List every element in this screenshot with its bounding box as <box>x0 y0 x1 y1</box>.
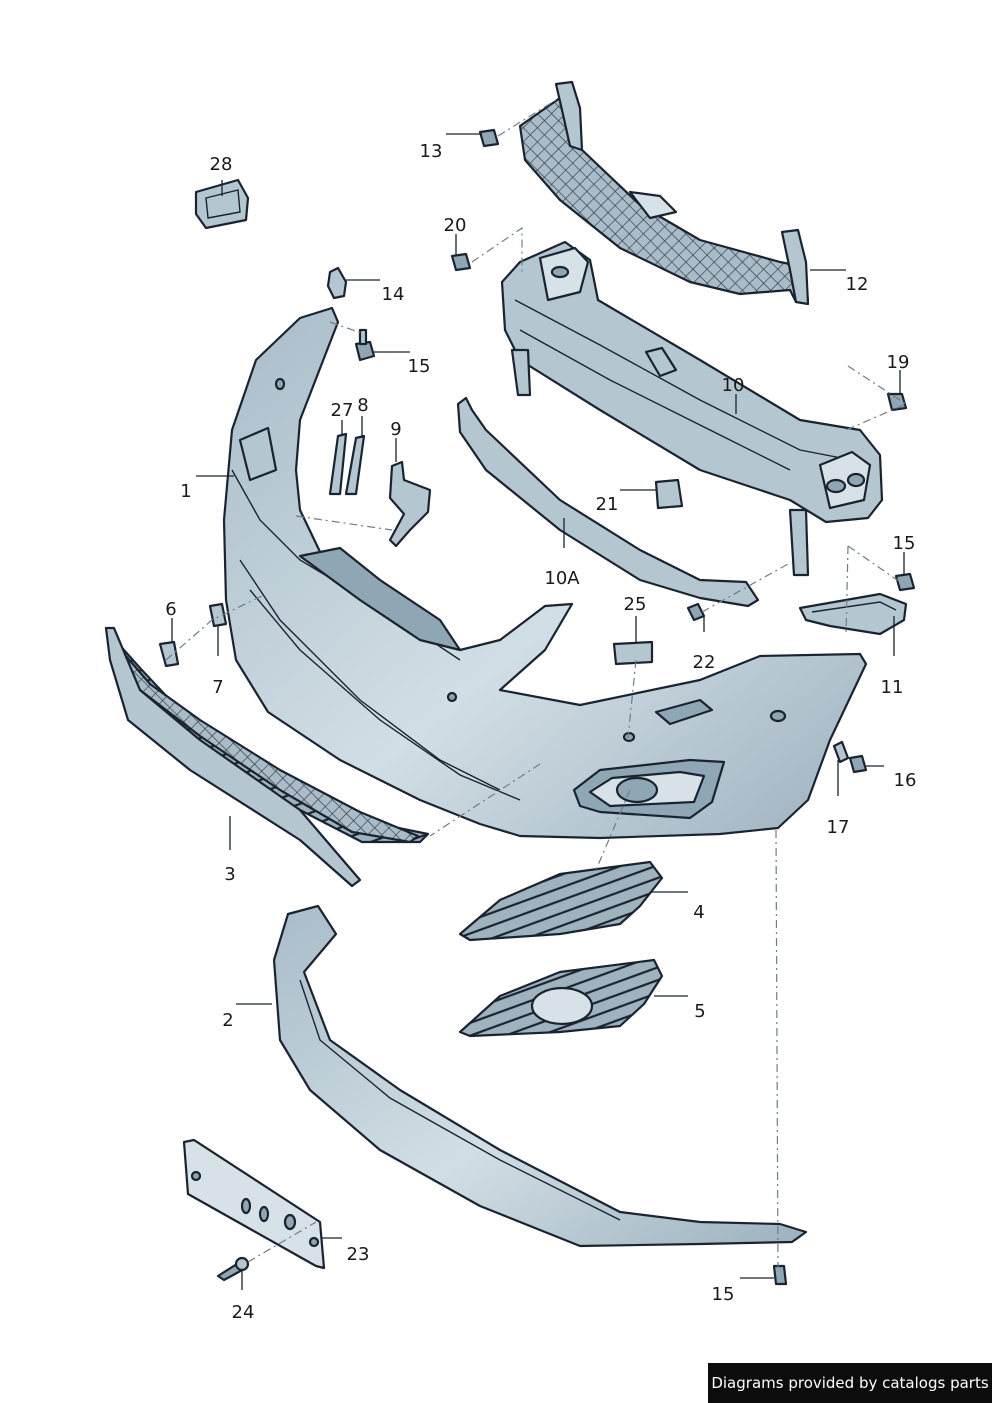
part-15-screw-b <box>894 572 916 592</box>
part-15-screw-a <box>354 328 376 362</box>
callout-labels: 28 13 20 14 12 15 19 10 27 8 9 1 21 15 1… <box>165 141 916 1323</box>
callout-20: 20 <box>444 215 467 236</box>
callout-3: 3 <box>224 864 235 885</box>
callout-23: 23 <box>347 1244 370 1265</box>
part-3-center-grille <box>104 626 430 888</box>
part-2-lower-spoiler <box>272 904 808 1248</box>
callout-28: 28 <box>210 154 233 175</box>
callout-15-right: 15 <box>893 533 916 554</box>
callout-27: 27 <box>331 400 354 421</box>
callout-10: 10 <box>722 375 745 396</box>
part-9-bracket <box>388 460 432 548</box>
part-16-screw <box>848 754 868 774</box>
callout-22: 22 <box>693 652 716 673</box>
part-20-screw <box>450 252 472 272</box>
part-27-trim-strip <box>328 432 348 496</box>
callout-10a: 10A <box>544 568 580 589</box>
part-1-bumper-cover <box>222 306 868 840</box>
part-11-bracket <box>798 592 908 636</box>
part-4-fog-grille <box>458 860 664 942</box>
leader-lines <box>171 133 905 1290</box>
callout-21: 21 <box>596 494 619 515</box>
callout-7: 7 <box>212 677 223 698</box>
part-5-fog-grille-lamp <box>458 958 664 1038</box>
part-24-screw <box>216 1256 250 1282</box>
part-15-screw-c <box>772 1264 788 1286</box>
callout-12: 12 <box>846 274 869 295</box>
callout-25: 25 <box>624 594 647 615</box>
callout-19: 19 <box>887 352 910 373</box>
part-28-cap <box>194 178 250 230</box>
callout-14: 14 <box>382 284 405 305</box>
callout-24: 24 <box>232 1302 255 1323</box>
part-10-carrier-beam <box>500 240 884 577</box>
assembly-lines <box>165 99 908 1269</box>
attribution-footer: Diagrams provided by catalogs parts <box>708 1363 992 1403</box>
callout-11: 11 <box>881 677 904 698</box>
callout-5: 5 <box>694 1001 705 1022</box>
callout-15-bottom: 15 <box>712 1284 735 1305</box>
callout-15-top: 15 <box>408 356 431 377</box>
callout-13: 13 <box>420 141 443 162</box>
part-22-screw <box>686 602 706 622</box>
part-13-screw <box>478 128 500 148</box>
callout-6: 6 <box>165 599 176 620</box>
callout-2: 2 <box>222 1010 233 1031</box>
part-25-bracket <box>612 640 654 666</box>
callout-17: 17 <box>827 817 850 838</box>
callout-16: 16 <box>894 770 917 791</box>
part-10a-bar <box>456 396 760 608</box>
part-14-clip <box>326 266 348 300</box>
part-6-clip <box>158 640 180 668</box>
part-23-plate-bracket <box>182 1138 326 1270</box>
part-12-absorber-mesh <box>518 80 810 306</box>
callout-4: 4 <box>693 902 704 923</box>
part-17-clip <box>832 740 850 764</box>
callout-1: 1 <box>180 481 191 502</box>
callout-9: 9 <box>390 419 401 440</box>
part-21-label <box>654 478 684 510</box>
callout-8: 8 <box>357 395 368 416</box>
part-8-trim-strip <box>344 434 366 496</box>
